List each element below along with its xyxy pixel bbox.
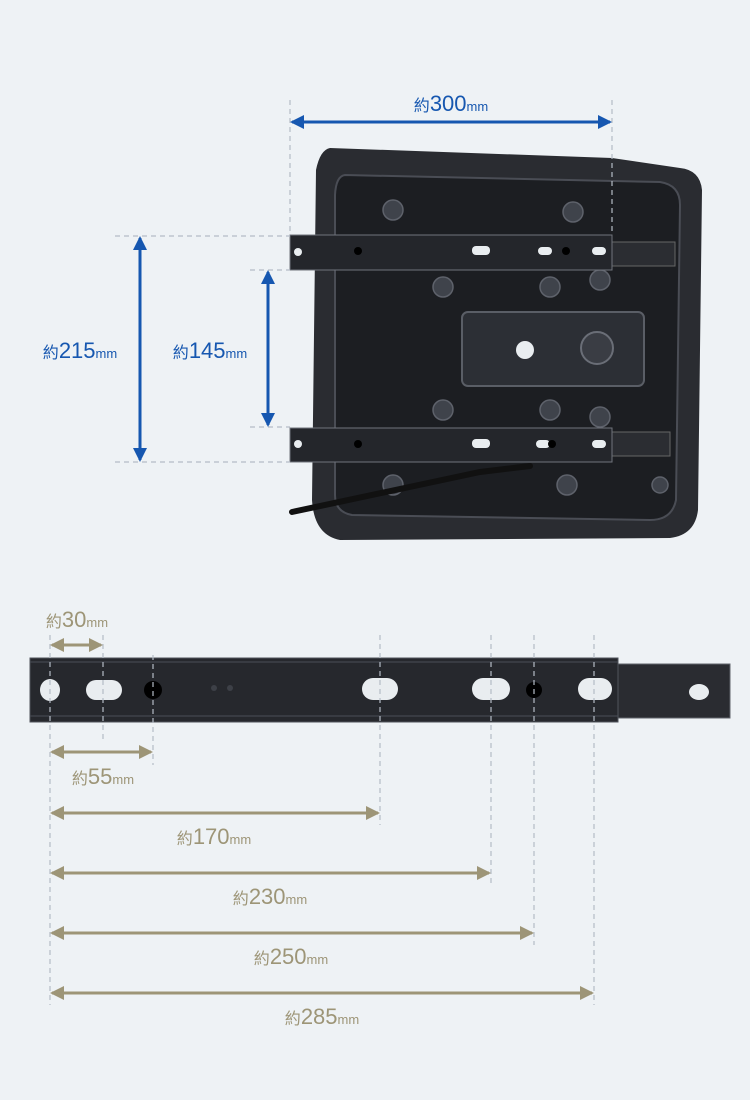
outer-span-label: 約215mm (43, 338, 117, 363)
label-285: 約285mm (285, 1004, 359, 1029)
inner-span-label: 約145mm (173, 338, 247, 363)
rail-guides (49, 635, 595, 1005)
rail-image (29, 657, 731, 723)
label-250: 約250mm (254, 944, 328, 969)
seat-rail-bottom (289, 427, 671, 463)
label-170: 約170mm (177, 824, 251, 849)
seat-pan-image (289, 148, 702, 540)
label-55: 約55mm (72, 764, 134, 789)
width-label: 約300mm (414, 91, 488, 116)
label-230: 約230mm (233, 884, 307, 909)
rail-arrows (50, 638, 594, 1000)
label-30: 約30mm (46, 607, 108, 632)
adjust-lever (289, 463, 533, 515)
seat-rail-top (289, 234, 676, 271)
